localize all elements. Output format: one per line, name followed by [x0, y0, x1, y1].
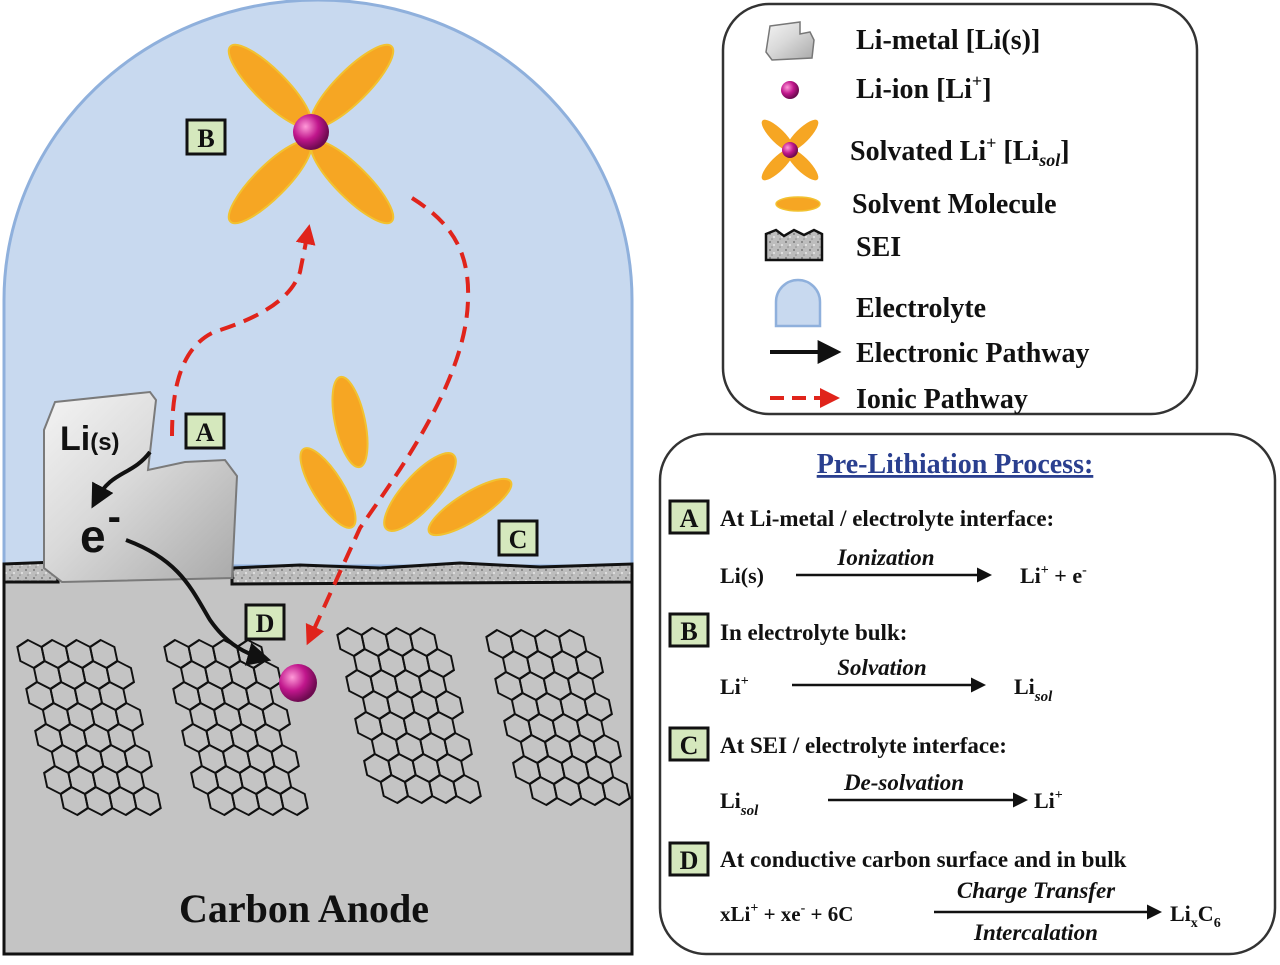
process-step-d: D At conductive carbon surface and in bu… — [668, 841, 1221, 945]
process-panel: Pre-Lithiation Process: A At Li-metal / … — [658, 432, 1277, 956]
electrolyte-icon — [774, 278, 822, 328]
step-c-rhs: Li+ — [1034, 788, 1063, 813]
schematic: Li(s) e- B — [2, 0, 634, 956]
sei-icon — [764, 228, 824, 262]
legend: Li-metal [Li(s)] Li-ion [Li+] Solvated L… — [721, 2, 1199, 416]
legend-label-solvent-molecule: Solvent Molecule — [852, 189, 1057, 220]
electron-transfer-arrow — [125, 538, 272, 666]
step-d-rhs: LixC6 — [1170, 901, 1221, 931]
solvent-molecule-icon — [775, 196, 821, 212]
step-a-arrow-label: Ionization — [836, 545, 934, 570]
process-step-a: A At Li-metal / electrolyte interface: L… — [668, 499, 1087, 588]
step-d-arrow-label-top: Charge Transfer — [957, 878, 1116, 903]
step-b-arrow-label: Solvation — [837, 655, 926, 680]
intercalated-li-ion — [279, 664, 317, 702]
step-b-lhs: Li+ — [720, 674, 749, 699]
ionic-path-to-bulk — [170, 224, 316, 437]
process-step-b: B In electrolyte bulk: Li+ Solvation Lis… — [668, 612, 1053, 705]
solvated-li-icon — [761, 119, 819, 181]
step-a-heading: At Li-metal / electrolyte interface: — [720, 506, 1054, 531]
step-c-arrow-label: De-solvation — [843, 770, 964, 795]
graphite-cluster — [16, 638, 162, 817]
legend-label-ionic-pathway: Ionic Pathway — [856, 384, 1028, 415]
graphite-layers — [16, 626, 631, 817]
free-solvent-molecules — [299, 375, 513, 537]
li-solid-label: Li(s) — [60, 420, 120, 458]
svg-text:C: C — [509, 525, 528, 554]
step-a-lhs: Li(s) — [720, 563, 764, 588]
li-metal-block — [43, 390, 239, 584]
electrolyte-region — [2, 0, 634, 568]
step-c-heading: At SEI / electrolyte interface: — [720, 733, 1007, 758]
svg-text:D: D — [256, 609, 275, 638]
graphite-cluster — [485, 628, 631, 807]
process-step-c: C At SEI / electrolyte interface: Lisol … — [668, 726, 1063, 819]
svg-text:B: B — [197, 124, 214, 153]
legend-label-electronic-pathway: Electronic Pathway — [856, 338, 1090, 369]
li-metal-icon — [765, 21, 815, 61]
graphite-hexagon — [132, 785, 162, 817]
step-c-lhs: Lisol — [720, 788, 759, 819]
sei-layer-right — [230, 561, 634, 586]
step-d-heading: At conductive carbon surface and in bulk — [720, 847, 1127, 872]
legend-label-solvated-li: Solvated Li+ [Lisol] — [850, 133, 1070, 170]
marker-d: D — [244, 603, 286, 641]
solvated-li-ion — [227, 43, 395, 225]
step-d-arrow-label-bottom: Intercalation — [973, 920, 1098, 945]
process-title: Pre-Lithiation Process: — [817, 449, 1094, 480]
graphite-hexagon — [279, 785, 309, 817]
legend-label-sei: SEI — [856, 232, 901, 263]
svg-text:A: A — [196, 418, 215, 447]
marker-b: B — [185, 118, 227, 156]
ionic-path-to-anode — [305, 196, 471, 646]
anode-label: Carbon Anode — [179, 886, 429, 931]
marker-a: A — [184, 412, 226, 450]
graphite-hexagon — [452, 773, 482, 805]
marker-c: C — [497, 519, 539, 557]
svg-text:C: C — [680, 731, 699, 760]
svg-text:A: A — [680, 504, 699, 533]
svg-text:D: D — [680, 846, 699, 875]
step-b-heading: In electrolyte bulk: — [720, 620, 907, 645]
step-a-rhs: Li+ + e- — [1020, 563, 1087, 588]
step-d-lhs: xLi+ + xe- + 6C — [720, 901, 853, 926]
li-ion-icon — [781, 81, 799, 99]
legend-label-li-metal: Li-metal [Li(s)] — [856, 25, 1040, 56]
legend-label-electrolyte: Electrolyte — [856, 293, 986, 324]
graphite-hexagon — [601, 775, 631, 807]
legend-label-li-ion: Li-ion [Li+] — [856, 71, 992, 105]
svg-text:B: B — [680, 617, 697, 646]
step-b-rhs: Lisol — [1014, 674, 1053, 705]
graphite-cluster — [336, 626, 482, 805]
electron-release-arrow — [91, 450, 152, 509]
